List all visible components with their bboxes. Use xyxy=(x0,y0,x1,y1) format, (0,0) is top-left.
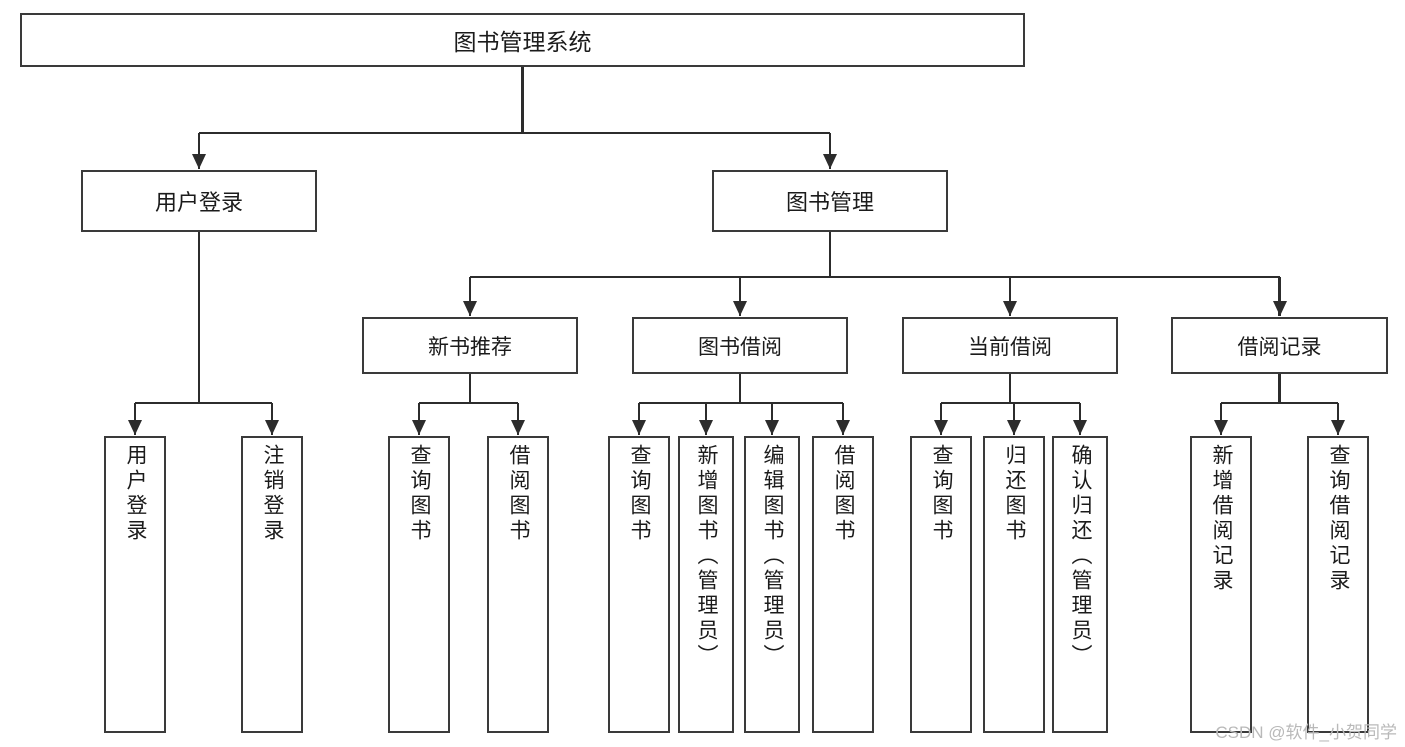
arrowhead-icon xyxy=(934,420,948,435)
connector-to-leaf xyxy=(1078,403,1082,435)
node-leaf-query-borrow-record[interactable]: 查询借阅记录 xyxy=(1307,436,1369,733)
node-leaf-add-book-admin[interactable]: 新增图书（管理员） xyxy=(678,436,734,733)
node-current-borrow[interactable]: 当前借阅 xyxy=(902,317,1118,374)
connector-to-leaf xyxy=(1336,403,1340,435)
connector-parent-bus xyxy=(1221,401,1338,405)
connector-to-leaf xyxy=(1012,403,1016,435)
connector-root-bus xyxy=(199,131,830,135)
node-label: 用户登录 xyxy=(124,444,148,544)
node-leaf-add-borrow-record[interactable]: 新增借阅记录 xyxy=(1190,436,1252,733)
node-label: 确认归还（管理员） xyxy=(1069,444,1093,669)
connector-parent-stem xyxy=(197,232,201,403)
arrowhead-icon xyxy=(733,301,747,316)
arrowhead-icon xyxy=(192,154,206,169)
connector-to-leaf xyxy=(516,403,520,435)
node-label: 查询图书 xyxy=(408,444,432,544)
connector-to-leaf xyxy=(1219,403,1223,435)
connector-parent-bus xyxy=(941,401,1080,405)
arrowhead-icon xyxy=(1331,420,1345,435)
arrowhead-icon xyxy=(632,420,646,435)
arrowhead-icon xyxy=(836,420,850,435)
connector-to-leaf xyxy=(939,403,943,435)
node-borrow-record[interactable]: 借阅记录 xyxy=(1171,317,1388,374)
node-leaf-logout[interactable]: 注销登录 xyxy=(241,436,303,733)
connector-parent-stem xyxy=(468,374,472,403)
connector-to-leaf xyxy=(770,403,774,435)
node-label: 新增借阅记录 xyxy=(1210,444,1234,594)
arrowhead-icon xyxy=(1214,420,1228,435)
connector-to-leaf xyxy=(133,403,137,435)
csdn-watermark: CSDN @软件_小贺同学 xyxy=(1215,723,1397,742)
node-label: 归还图书 xyxy=(1003,444,1027,544)
node-root-system[interactable]: 图书管理系统 xyxy=(20,13,1025,67)
node-leaf-query-book-2[interactable]: 查询图书 xyxy=(608,436,670,733)
node-leaf-query-book-1[interactable]: 查询图书 xyxy=(388,436,450,733)
connector-parent-stem xyxy=(1008,374,1012,403)
connector-to-leaf xyxy=(704,403,708,435)
connector-to-level1 xyxy=(828,133,832,169)
node-new-book-recommend[interactable]: 新书推荐 xyxy=(362,317,578,374)
arrowhead-icon xyxy=(412,420,426,435)
node-label: 当前借阅 xyxy=(968,335,1052,359)
connector-to-level2 xyxy=(1008,277,1012,316)
node-label: 借阅图书 xyxy=(832,444,856,544)
node-label: 借阅记录 xyxy=(1237,335,1322,359)
arrowhead-icon xyxy=(1007,420,1021,435)
connector-parent-bus xyxy=(639,401,843,405)
node-label: 查询图书 xyxy=(628,444,652,544)
node-leaf-borrow-book-2[interactable]: 借阅图书 xyxy=(812,436,874,733)
connector-to-leaf xyxy=(637,403,641,435)
node-leaf-edit-book-admin[interactable]: 编辑图书（管理员） xyxy=(744,436,800,733)
connector-to-leaf xyxy=(270,403,274,435)
node-label: 注销登录 xyxy=(261,444,285,544)
arrowhead-icon xyxy=(511,420,525,435)
node-label: 图书管理系统 xyxy=(453,29,592,55)
node-label: 借阅图书 xyxy=(507,444,531,544)
arrowhead-icon xyxy=(1003,301,1017,316)
node-label: 编辑图书（管理员） xyxy=(761,444,785,669)
connector-to-leaf xyxy=(417,403,421,435)
arrowhead-icon xyxy=(699,420,713,435)
node-label: 新书推荐 xyxy=(428,335,512,359)
connector-to-level2 xyxy=(468,277,472,316)
connector-to-level1 xyxy=(197,133,201,169)
connector-parent-bus xyxy=(419,401,518,405)
node-leaf-borrow-book-1[interactable]: 借阅图书 xyxy=(487,436,549,733)
connector-parent-stem xyxy=(738,374,742,403)
node-label: 图书管理 xyxy=(785,190,874,215)
node-leaf-query-book-3[interactable]: 查询图书 xyxy=(910,436,972,733)
connector-parent-stem xyxy=(1278,374,1281,403)
node-label: 查询借阅记录 xyxy=(1327,444,1351,594)
connector-to-level2 xyxy=(1278,277,1281,316)
arrowhead-icon xyxy=(1272,301,1287,316)
connector-to-leaf xyxy=(841,403,845,435)
node-book-manage[interactable]: 图书管理 xyxy=(712,170,948,232)
node-label: 新增图书（管理员） xyxy=(695,444,719,669)
arrowhead-icon xyxy=(128,420,142,435)
arrowhead-icon xyxy=(463,301,477,316)
node-book-borrow[interactable]: 图书借阅 xyxy=(632,317,848,374)
arrowhead-icon xyxy=(1073,420,1087,435)
node-leaf-confirm-return-admin[interactable]: 确认归还（管理员） xyxy=(1052,436,1108,733)
connector-parent-bus xyxy=(135,401,272,405)
connector-to-level2 xyxy=(738,277,742,316)
arrowhead-icon xyxy=(823,154,837,169)
node-label: 用户登录 xyxy=(154,190,243,215)
connector-root-stem xyxy=(521,67,524,133)
node-label: 图书借阅 xyxy=(698,335,782,359)
node-user-login[interactable]: 用户登录 xyxy=(81,170,317,232)
connector-bookmanage-bus xyxy=(470,275,1280,279)
connector-bookmanage-stem xyxy=(828,232,832,277)
node-leaf-user-login[interactable]: 用户登录 xyxy=(104,436,166,733)
arrowhead-icon xyxy=(765,420,779,435)
node-label: 查询图书 xyxy=(930,444,954,544)
node-leaf-return-book[interactable]: 归还图书 xyxy=(983,436,1045,733)
arrowhead-icon xyxy=(265,420,279,435)
